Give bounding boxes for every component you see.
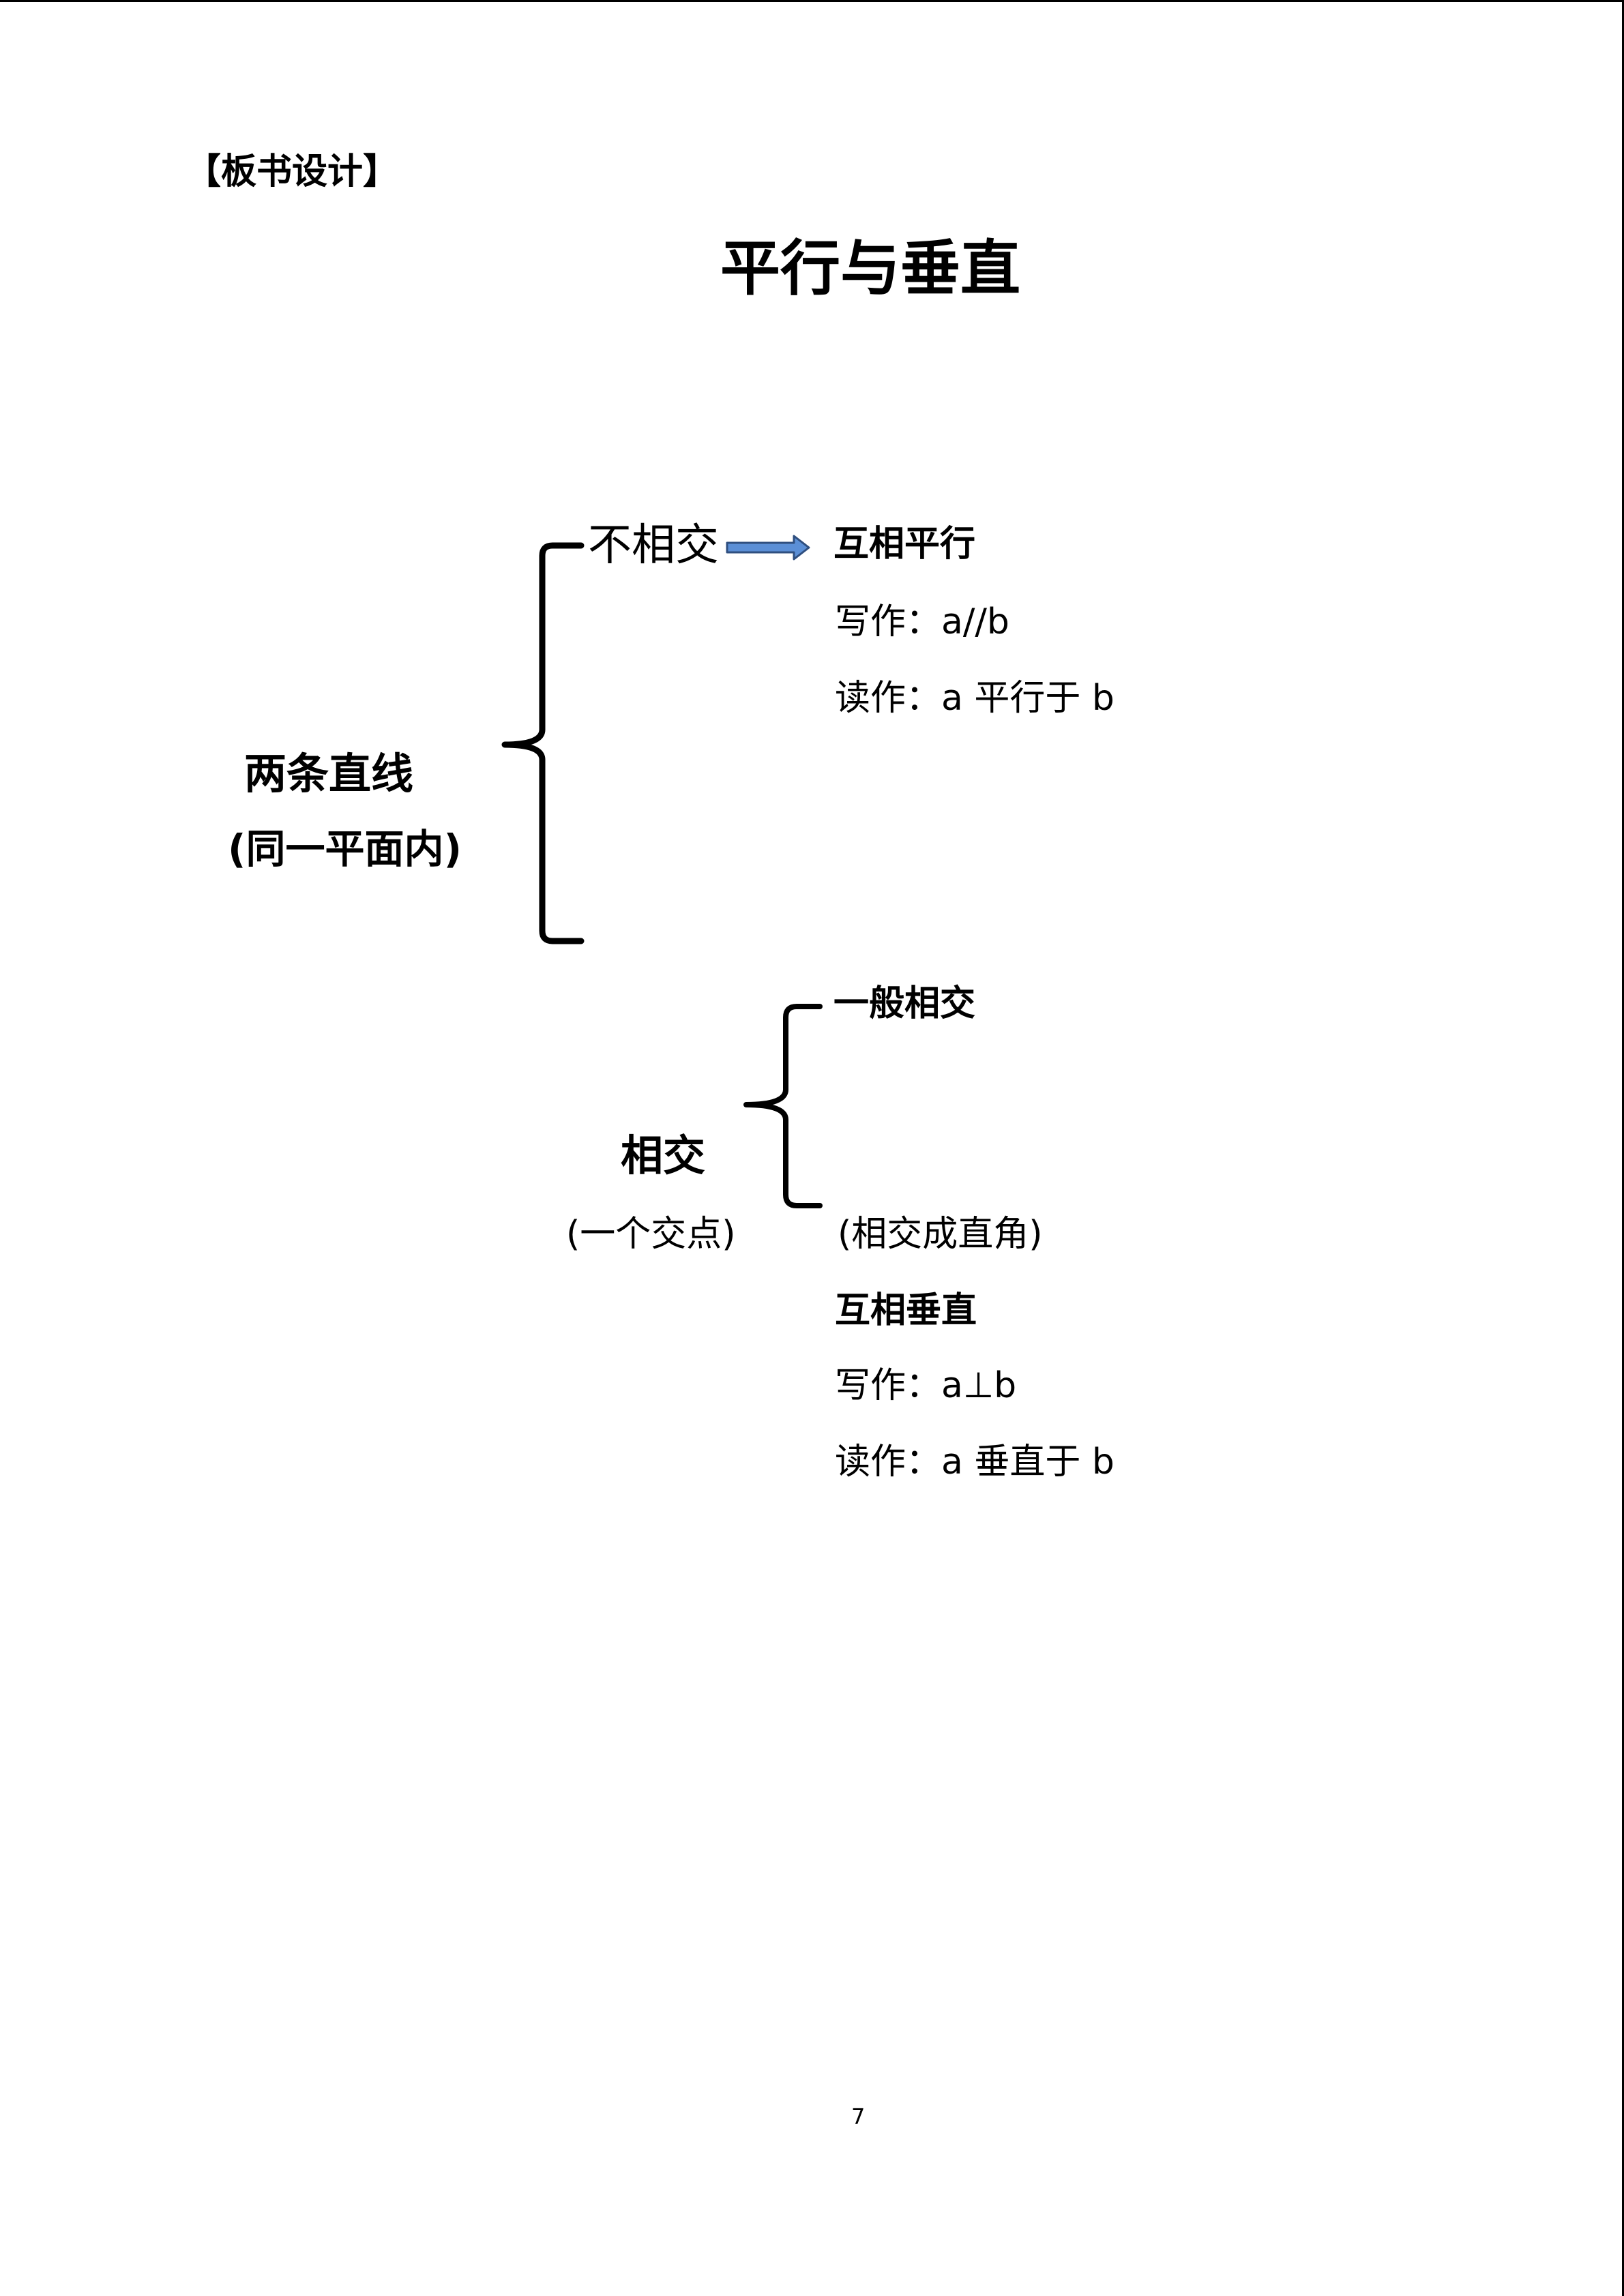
page-title: 平行与垂直 — [720, 233, 1021, 303]
right-angle-note: (相交成直角) — [838, 1214, 1043, 1255]
page-border-right — [1622, 0, 1624, 2296]
intersecting-label: 相交 — [621, 1131, 706, 1180]
perpendicular-notation: 写作：a⊥b — [835, 1365, 1017, 1406]
not-intersecting-label: 不相交 — [588, 520, 719, 571]
section-heading: 【板书设计】 — [186, 151, 399, 192]
right-arrow-icon — [726, 535, 810, 561]
small-brace — [743, 1004, 823, 1208]
page-border-top — [0, 0, 1624, 2]
intersecting-qualifier: (一个交点) — [566, 1214, 736, 1255]
parallel-label: 互相平行 — [833, 524, 976, 565]
perpendicular-reading: 读作：a 垂直于 b — [835, 1442, 1114, 1482]
root-label: 两条直线 — [244, 749, 414, 799]
perpendicular-label: 互相垂直 — [835, 1290, 977, 1331]
parallel-notation: 写作：a//b — [835, 601, 1009, 642]
large-brace — [501, 542, 585, 944]
parallel-reading: 读作：a 平行于 b — [835, 678, 1114, 719]
page-number: 7 — [851, 2104, 866, 2130]
root-qualifier: (同一平面内) — [228, 826, 462, 872]
general-intersect-label: 一般相交 — [833, 983, 976, 1024]
